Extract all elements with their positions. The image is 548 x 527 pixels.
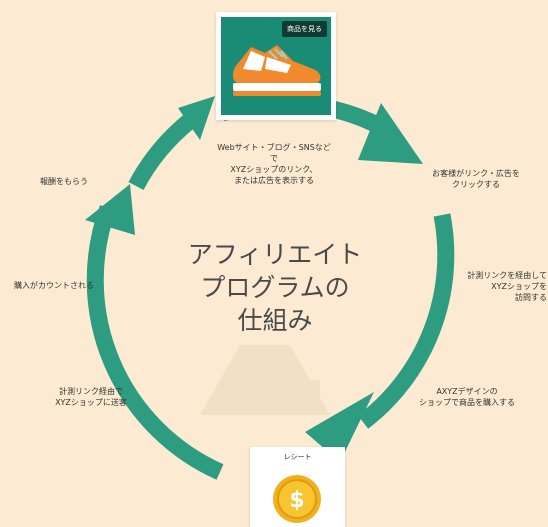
arrowhead-right bbox=[305, 392, 374, 462]
step-customer-click: お客様がリンク・広告を クリックする bbox=[432, 169, 520, 189]
receipt-card: レシート $ bbox=[250, 447, 345, 527]
diagram-title: アフィリエイト プログラムの 仕組み bbox=[187, 240, 363, 335]
arrowhead-top-right bbox=[358, 103, 423, 164]
arrow-right bbox=[357, 213, 455, 429]
step-send-to-shop: 計測リンク経由で XYZショップに送客 bbox=[55, 387, 127, 407]
step-purchase: AXYZデザインの ショップで商品を購入する bbox=[419, 387, 515, 407]
coin-icon: $ bbox=[273, 475, 321, 523]
step-show-link: Webサイト・ブログ・SNSなどで XYZショップのリンク、 または広告を表示す… bbox=[217, 143, 331, 185]
arrowhead-left bbox=[85, 184, 135, 235]
view-product-button[interactable]: 商品を見る bbox=[282, 21, 327, 37]
sneaker-icon bbox=[232, 45, 321, 96]
coin-symbol: $ bbox=[289, 488, 304, 513]
receipt-label: レシート bbox=[283, 453, 312, 461]
arrow-left bbox=[86, 205, 224, 480]
product-card[interactable]: 商品を見る bbox=[216, 12, 336, 120]
product-image: 商品を見る bbox=[221, 17, 331, 115]
step-visit-shop: 計測リンクを経由して XYZショップを 訪問する bbox=[467, 271, 547, 302]
arrowhead-top-left bbox=[178, 96, 215, 140]
watermark-graphic bbox=[200, 345, 330, 415]
arrow-top-left bbox=[128, 109, 202, 191]
step-count-purchase: 購入がカウントされる bbox=[14, 281, 94, 290]
step-get-reward: 報酬をもらう bbox=[40, 177, 88, 186]
